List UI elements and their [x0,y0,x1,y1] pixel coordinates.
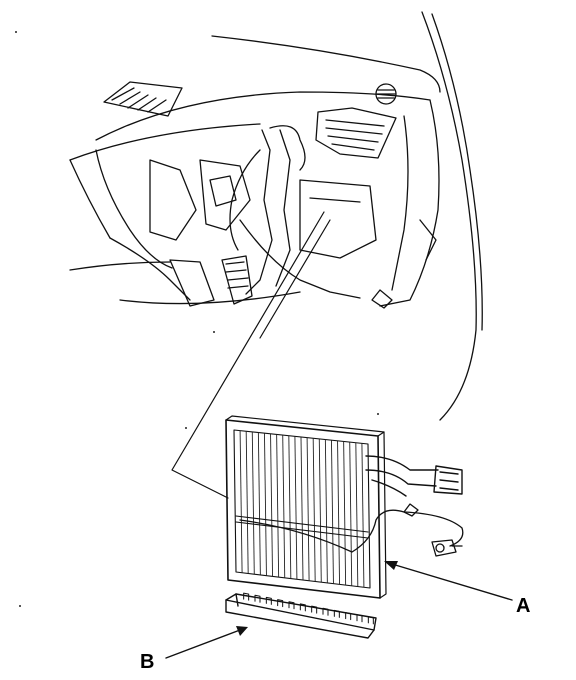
clip-tooth [356,614,363,623]
fin-line [276,434,280,578]
fin-line [312,438,316,582]
fin-line [361,443,365,588]
assembly-leader-lines [171,211,331,499]
fin-line [270,433,273,577]
evaporator-core [225,415,387,599]
clip-tooth [254,594,261,603]
print-specks [15,31,379,607]
fin-line [257,432,261,575]
fin-line [300,436,304,581]
clip-tooth [299,603,306,612]
clip-tooth [288,601,295,610]
callout-b-label: B [140,651,154,673]
clip-tooth [345,612,352,621]
fin-line [264,433,267,576]
fin-line [337,440,340,585]
fin-line [306,437,310,581]
fin-line [294,436,298,580]
clip-tooth [311,605,318,614]
callout-a-label: A [516,595,530,617]
fin-line [288,435,292,579]
fin-line [355,442,359,587]
fin-line [318,438,322,583]
refrigerant-pipes [365,455,463,497]
fin-line [343,441,347,586]
clip-tooth [265,596,272,605]
callout-b: B [140,626,248,673]
clip-tooth [243,592,250,601]
fin-line [251,431,255,575]
fin-line [324,439,328,583]
clip-tooth [322,607,329,616]
fin-line [239,430,243,573]
sensor-holder-clip [225,592,377,639]
fin-line [282,435,286,578]
clip-tooth [277,599,284,608]
clip-tooth [333,609,340,618]
dashboard-assembly [69,11,483,421]
fin-line [245,431,249,574]
clip-tooth [367,616,374,625]
callout-a: A [384,561,530,617]
fin-line [331,440,334,584]
fin-line [349,442,353,586]
evaporator-temperature-sensor [239,503,464,557]
clip-teeth [243,592,374,625]
evaporator-fins [239,430,365,588]
